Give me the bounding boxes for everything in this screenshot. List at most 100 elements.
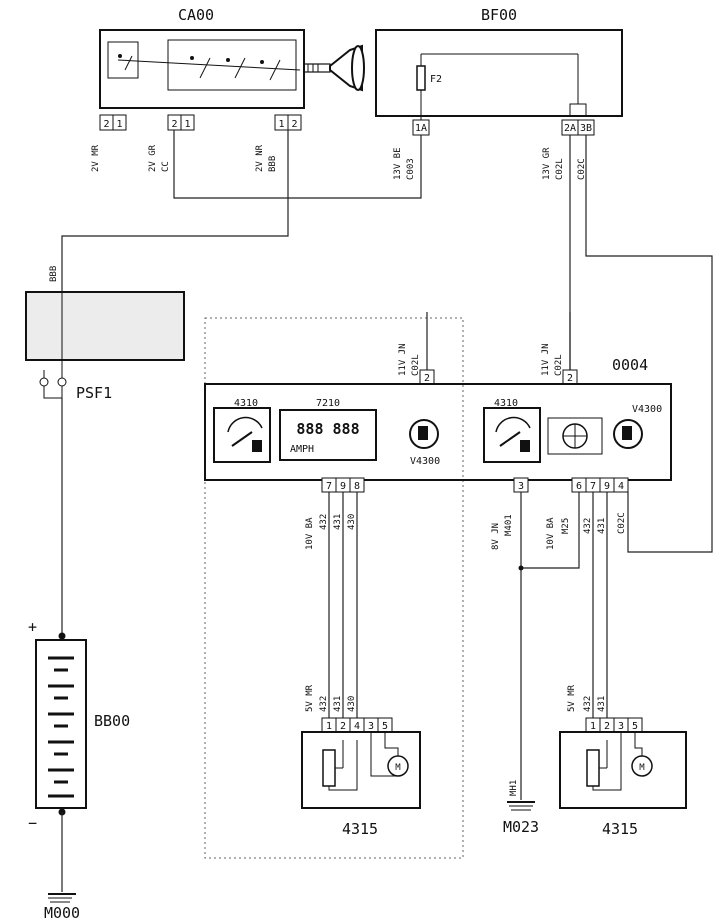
lcd-digits: 888 888	[296, 420, 359, 438]
sender-box	[559, 731, 687, 809]
gauge-label: 4310	[494, 398, 518, 409]
psf1-terminal	[39, 377, 49, 387]
mid-wire-labels: 10V BA 432 431 430 8V JN M401 10V BA M25…	[305, 512, 627, 550]
wire-label: 11V JN	[398, 343, 408, 376]
wire-label: 2V GR	[148, 144, 158, 172]
svg-text:M: M	[395, 763, 401, 773]
lcd-sub: AMPH	[290, 444, 314, 455]
fuel-sender-left: 5V MR 432 431 430 1 2 4 3 5 M 4315	[301, 684, 421, 838]
ca00-pins: 2 1 2 1 1 2	[99, 114, 302, 131]
fuel-pump-glyph	[418, 426, 428, 440]
wire-label: 432	[583, 518, 593, 534]
sender-pin: 1	[326, 721, 332, 732]
wire-label: 431	[597, 696, 607, 712]
wire-label: 431	[333, 514, 343, 530]
m000-title: M000	[44, 904, 80, 922]
wire-label: 10V BA	[546, 517, 556, 550]
ca00-inner-right	[167, 39, 297, 91]
wire-label: M25	[561, 518, 571, 534]
m023-ground: MH1 M023	[503, 780, 539, 836]
wire-label: 5V MR	[567, 684, 577, 712]
cluster-pin: 7	[326, 481, 332, 492]
wire-label: 432	[319, 514, 329, 530]
svg-text:M: M	[639, 763, 645, 773]
bf00-pin: 1A	[415, 123, 427, 134]
bf00-fuse-label: F2	[430, 74, 442, 85]
fuse-icon	[416, 65, 426, 91]
battery-minus: −	[28, 814, 37, 832]
fuel-sender-right: 5V MR 432 431 1 2 3 5 M 4315	[559, 684, 687, 838]
lamp-label: V4300	[632, 404, 662, 415]
ca00-switch-bar	[117, 59, 301, 71]
wire-label: BBB	[268, 156, 278, 172]
wire-label: CC	[161, 161, 171, 172]
ca00-pin: 2	[103, 119, 109, 130]
wire-label: 5V MR	[305, 684, 315, 712]
bf00-splice	[569, 103, 587, 117]
lamp-label: V4300	[410, 456, 440, 467]
wire-label: C02L	[554, 354, 564, 376]
battery-rect	[35, 639, 87, 809]
wire-label: 431	[597, 518, 607, 534]
lcd-display	[279, 409, 377, 461]
wire-label: 13V GR	[542, 147, 552, 180]
ca00-pin: 2	[291, 119, 297, 130]
top-wire-labels: 2V MR 2V GR CC 2V NR BBB 13V BE C003 13V…	[91, 144, 587, 180]
wire-label: C02L	[411, 354, 421, 376]
ca00-contact-dot	[118, 54, 122, 58]
sender-pin: 3	[368, 721, 374, 732]
ground-symbol-icon	[507, 801, 535, 811]
wire-label: C02L	[555, 158, 565, 180]
rheostat-icon	[586, 749, 600, 787]
psf1-box: BBB PSF1	[25, 266, 185, 402]
bb00-title: BB00	[94, 712, 130, 730]
wire-label: 11V JN	[541, 343, 551, 376]
bf00-fusebox: BF00 F2 1A 2A 3B	[375, 6, 623, 136]
sender-pin: 5	[632, 721, 638, 732]
sender-pin: 5	[382, 721, 388, 732]
sender-pin: 3	[618, 721, 624, 732]
cluster-pin: 7	[590, 481, 596, 492]
ca00-contact	[234, 57, 246, 79]
sender-pin: 4	[354, 721, 360, 732]
cluster-pin: 8	[354, 481, 360, 492]
wire-label: 430	[347, 514, 357, 530]
sender-pin: 2	[604, 721, 610, 732]
wire-label: 2V MR	[91, 144, 101, 172]
bf00-pin: 2A	[564, 123, 576, 134]
ca00-pin: 1	[116, 119, 122, 130]
psf1-title: PSF1	[76, 384, 112, 402]
cluster-0004: 11V JN C02L 11V JN C02L 2 2 0004 4310 72…	[204, 312, 672, 493]
psf1-rect	[25, 291, 185, 361]
cluster-pin: 6	[576, 481, 582, 492]
ca00-contact	[199, 57, 211, 79]
cluster-pin: 9	[340, 481, 346, 492]
battery-terminal	[58, 632, 66, 640]
ca00-title: CA00	[178, 6, 214, 24]
ca00-pin: 2	[171, 119, 177, 130]
bb00-battery: + BB00 −	[28, 618, 130, 832]
cluster-pin: 9	[604, 481, 610, 492]
fuel-gauge-icon	[495, 416, 531, 452]
ground-symbol-icon	[48, 893, 76, 903]
bf00-box	[375, 29, 623, 117]
mid-wires	[328, 492, 608, 800]
sender-pin: 1	[590, 721, 596, 732]
fuel-gauge-left	[213, 407, 271, 463]
wire-label: 432	[583, 696, 593, 712]
battery-cells-icon	[48, 656, 74, 798]
ca00-pin: 1	[184, 119, 190, 130]
ca00-contact-dot	[226, 58, 230, 62]
sender-title: 4315	[342, 820, 378, 838]
ground-label: MH1	[509, 780, 519, 796]
ca00-contact	[124, 55, 133, 71]
fuel-pump-glyph	[622, 426, 632, 440]
horn-stalk-icon	[303, 44, 365, 92]
sender-title: 4315	[602, 820, 638, 838]
bf00-title: BF00	[481, 6, 517, 24]
bf00-pin: 3B	[580, 123, 592, 134]
wire-label: 10V BA	[305, 517, 315, 550]
cluster-pin: 3	[518, 481, 524, 492]
sender-box	[301, 731, 421, 809]
